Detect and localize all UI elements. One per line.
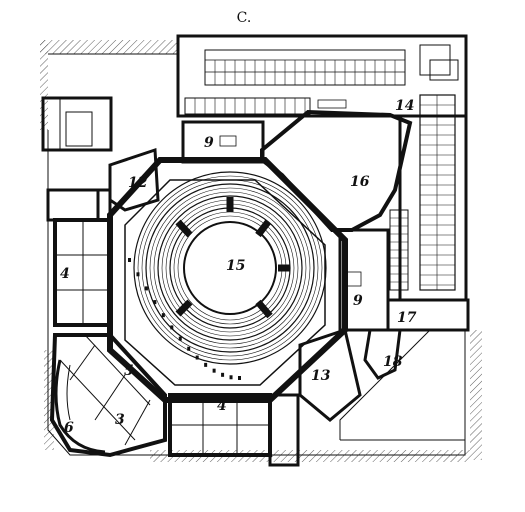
seating-row: [157, 195, 303, 341]
chair: [178, 336, 182, 341]
aisles: [175, 197, 290, 319]
room-label-18: 18: [383, 354, 403, 370]
room-label-16: 16: [350, 174, 370, 190]
chair: [212, 368, 216, 373]
room-label-6: 6: [64, 420, 74, 436]
chair: [187, 346, 191, 351]
room-labels: 15 16 14 9 9 17 18 13 12 4 4 5 3 6: [60, 98, 417, 436]
north-small-rooms: [108, 120, 265, 212]
room-label-9-east: 9: [353, 293, 363, 309]
south-wing: [168, 393, 300, 467]
figure-caption: C.: [237, 10, 252, 26]
seating-row: [149, 187, 311, 349]
chair: [195, 355, 199, 360]
southwest-wing: [49, 333, 167, 458]
chair: [153, 300, 157, 305]
seating-row: [153, 191, 307, 345]
arena-floor: [183, 221, 277, 315]
chair: [238, 376, 241, 380]
seating-row: [145, 183, 315, 353]
room-label-15: 15: [226, 258, 245, 274]
chair: [128, 258, 131, 262]
room-label-4-west: 4: [60, 266, 70, 282]
seating-row: [133, 171, 327, 365]
southeast-rooms: [298, 228, 470, 422]
seating-row: [141, 179, 319, 357]
north-block: [176, 34, 468, 118]
room-label-14: 14: [395, 98, 414, 114]
west-wing: [46, 188, 113, 327]
chair: [204, 362, 208, 367]
chair: [144, 286, 148, 291]
loose-chairs: [128, 258, 241, 380]
chair: [161, 313, 165, 318]
seating-row: [137, 175, 323, 361]
room-16-outline: [260, 109, 413, 232]
chair: [170, 325, 174, 330]
northwest-block: [41, 96, 113, 152]
room-label-13: 13: [311, 368, 331, 384]
room-label-12: 12: [128, 175, 148, 191]
chair: [229, 375, 233, 380]
auditorium-inner-wall: [124, 179, 326, 386]
stairs: [219, 99, 362, 287]
room-label-9-north: 9: [204, 135, 214, 151]
chair: [136, 272, 140, 277]
room-label-5: 5: [124, 363, 134, 379]
chair: [221, 372, 225, 377]
room-label-17: 17: [397, 310, 417, 326]
room-label-4-south: 4: [217, 398, 227, 414]
room-label-3: 3: [115, 412, 125, 428]
